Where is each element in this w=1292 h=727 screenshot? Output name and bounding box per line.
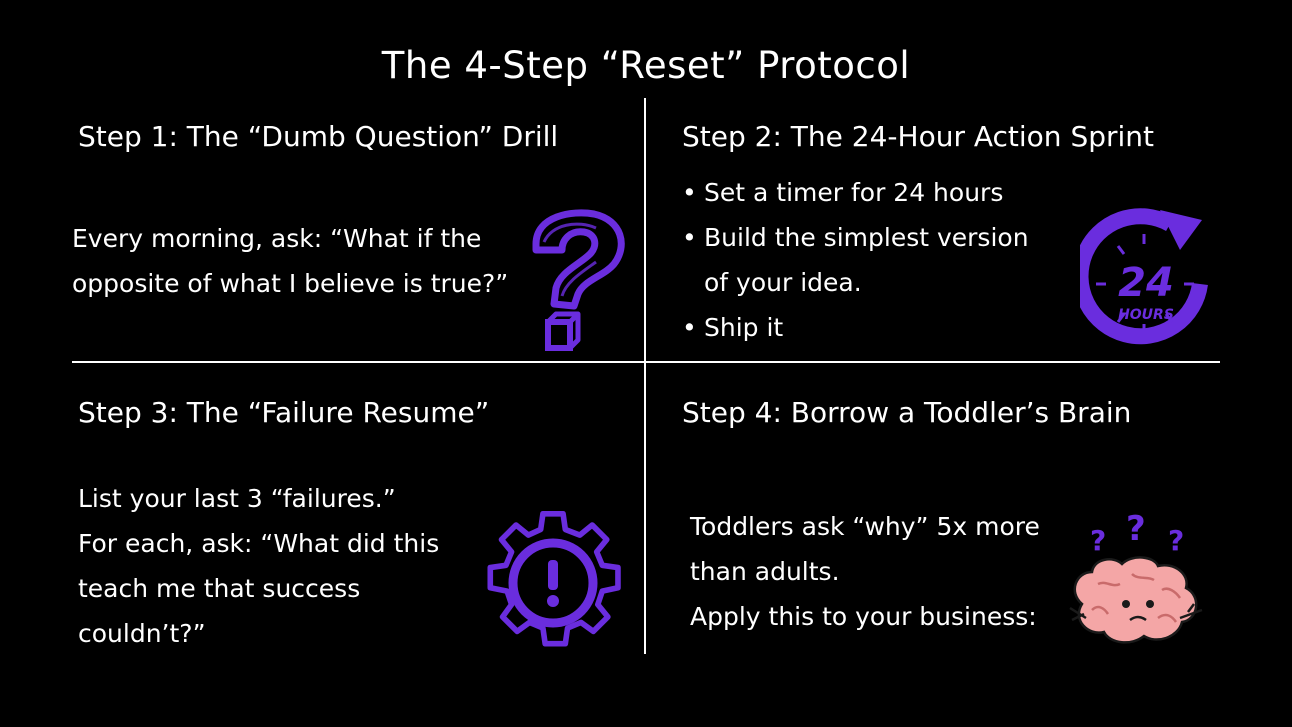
step-2-bullet-list: •Set a timer for 24 hours •Build the sim…: [682, 170, 1029, 350]
bullet-item: •Set a timer for 24 hours: [682, 170, 1029, 215]
step-4-line: Toddlers ask “why” 5x more: [690, 512, 1040, 541]
bullet-dot-icon: •: [682, 223, 697, 252]
step-4-line: than adults.: [690, 557, 840, 586]
step-3-line: List your last 3 “failures.”: [78, 484, 396, 513]
svg-text:?: ?: [1168, 524, 1184, 557]
step-3-line: teach me that success: [78, 574, 361, 603]
bullet-item: •Build the simplest version: [682, 215, 1029, 260]
step-2-heading: Step 2: The 24-Hour Action Sprint: [682, 120, 1155, 153]
step-1-line: Every morning, ask: “What if the: [72, 224, 482, 253]
step-1-body: Every morning, ask: “What if the opposit…: [72, 216, 508, 306]
step-1-line: opposite of what I believe is true?”: [72, 269, 509, 298]
confused-brain-icon: ? ? ?: [1069, 509, 1203, 644]
bullet-dot-icon: •: [682, 313, 697, 342]
question-mark-icon: [532, 209, 625, 351]
vertical-divider: [644, 98, 646, 654]
step-3-heading: Step 3: The “Failure Resume”: [78, 396, 490, 429]
svg-text:?: ?: [1090, 524, 1106, 557]
step-1-heading: Step 1: The “Dumb Question” Drill: [78, 120, 559, 153]
bullet-dot-icon: •: [682, 178, 697, 207]
svg-text:?: ?: [1126, 509, 1146, 549]
step-3-line: For each, ask: “What did this: [78, 529, 440, 558]
bullet-continuation: of your idea.: [704, 268, 862, 297]
bullet-text: Ship it: [704, 313, 784, 342]
gear-exclamation-icon: [487, 511, 621, 647]
step-3-line: couldn’t?”: [78, 619, 206, 648]
step-4-line: Apply this to your business:: [690, 602, 1037, 631]
clock-label: HOURS: [1118, 307, 1174, 323]
clock-number: 24: [1118, 260, 1174, 306]
step-4-heading: Step 4: Borrow a Toddler’s Brain: [682, 396, 1132, 429]
step-4-body: Toddlers ask “why” 5x more than adults. …: [690, 504, 1040, 639]
horizontal-divider: [72, 361, 1220, 363]
step-3-body: List your last 3 “failures.” For each, a…: [78, 476, 439, 656]
page-title: The 4-Step “Reset” Protocol: [381, 44, 911, 87]
bullet-text: Build the simplest version: [704, 223, 1029, 252]
clock-24-hours-icon: 24 HOURS: [1080, 208, 1208, 345]
bullet-item: •Ship it: [682, 305, 1029, 350]
bullet-text: Set a timer for 24 hours: [704, 178, 1004, 207]
